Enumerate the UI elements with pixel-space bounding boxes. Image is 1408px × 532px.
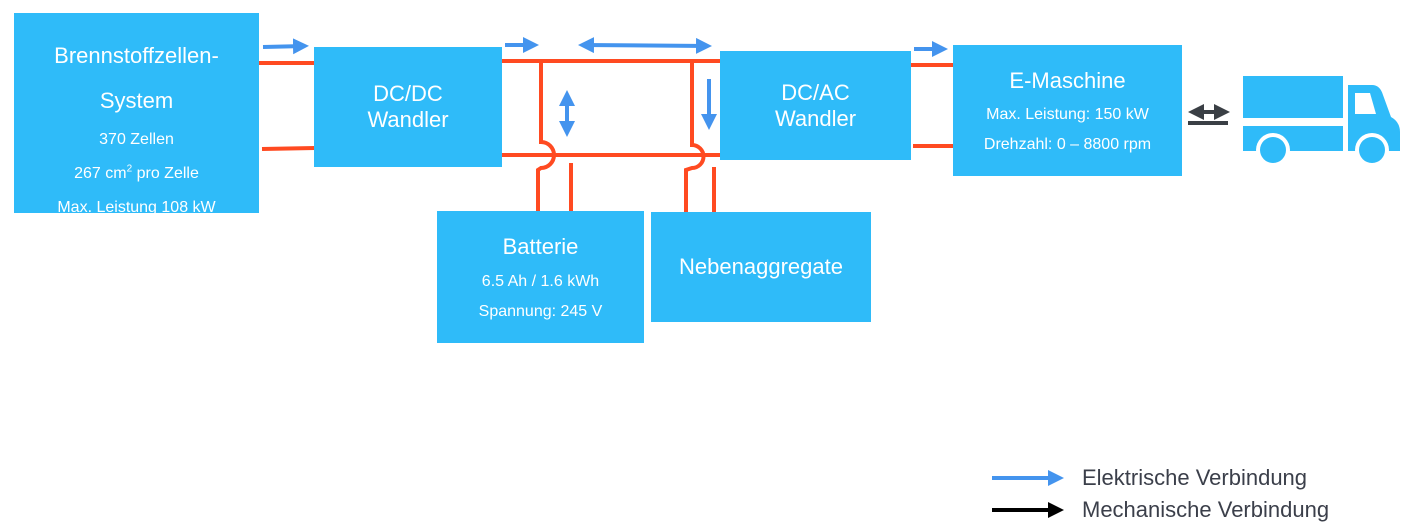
legend-label-mechanical: Mechanische Verbindung: [1082, 497, 1330, 522]
legend-item-electric: Elektrische Verbindung: [990, 462, 1329, 494]
fuel-cell-cell-area: 267 cm2 pro Zelle: [74, 157, 199, 191]
auxiliaries-box: Nebenaggregate: [651, 212, 871, 322]
power-line-fc-dcdc-bottom: [261, 146, 316, 151]
auxiliaries-title: Nebenaggregate: [679, 254, 843, 279]
electric-arrows: [262, 37, 948, 137]
cell-area-exponent: 2: [126, 163, 133, 175]
legend: Elektrische Verbindung Mechanische Verbi…: [990, 462, 1329, 526]
cell-area-value: 267 cm: [74, 165, 127, 182]
battery-title: Batterie: [502, 234, 579, 259]
e-machine-speed-range: Drehzahl: 0 – 8800 rpm: [983, 135, 1152, 153]
dcac-title-line2: Wandler: [774, 105, 857, 131]
arrow-fc-to-dcdc: [262, 38, 309, 55]
fuel-cell-title-line2: System: [99, 88, 174, 113]
dcdc-converter-box: DC/DC Wandler: [314, 47, 502, 167]
battery-voltage: Spannung: 245 V: [478, 303, 603, 320]
fuel-cell-title-line1: Brennstoffzellen-: [54, 43, 219, 68]
electric-arrow-icon: [992, 470, 1064, 486]
battery-capacity: 6.5 Ah / 1.6 kWh: [481, 273, 600, 290]
e-machine-max-power: Max. Leistung: 150 kW: [986, 105, 1149, 123]
legend-item-mechanical: Mechanische Verbindung: [990, 494, 1329, 526]
mechanical-arrow-icon: [992, 502, 1064, 518]
dcac-title-line1: DC/AC: [781, 79, 850, 105]
battery-line-positive: [536, 61, 556, 212]
bidirectional-arrow-icon: [1188, 104, 1230, 125]
e-machine-title: E-Maschine: [1009, 67, 1126, 93]
power-lines: [259, 59, 953, 212]
dcac-converter-box: DC/AC Wandler: [720, 51, 911, 160]
dcdc-title-line1: DC/DC: [373, 81, 443, 106]
legend-label-electric: Elektrische Verbindung: [1082, 465, 1308, 490]
truck-icon: [1243, 76, 1400, 167]
fuel-cell-system-box: Brennstoffzellen- System 370 Zellen 267 …: [14, 13, 259, 216]
aux-line-positive: [684, 61, 706, 212]
e-machine-box: E-Maschine Max. Leistung: 150 kW Drehzah…: [953, 45, 1182, 176]
cell-area-suffix: pro Zelle: [132, 165, 199, 182]
arrow-bus-bidirectional: [578, 37, 712, 54]
fuel-cell-max-power: Max. Leistung 108 kW: [57, 199, 216, 216]
dcdc-title-line2: Wandler: [367, 107, 449, 132]
battery-box: Batterie 6.5 Ah / 1.6 kWh Spannung: 245 …: [437, 211, 644, 343]
fuel-cell-cell-count: 370 Zellen: [99, 131, 174, 148]
